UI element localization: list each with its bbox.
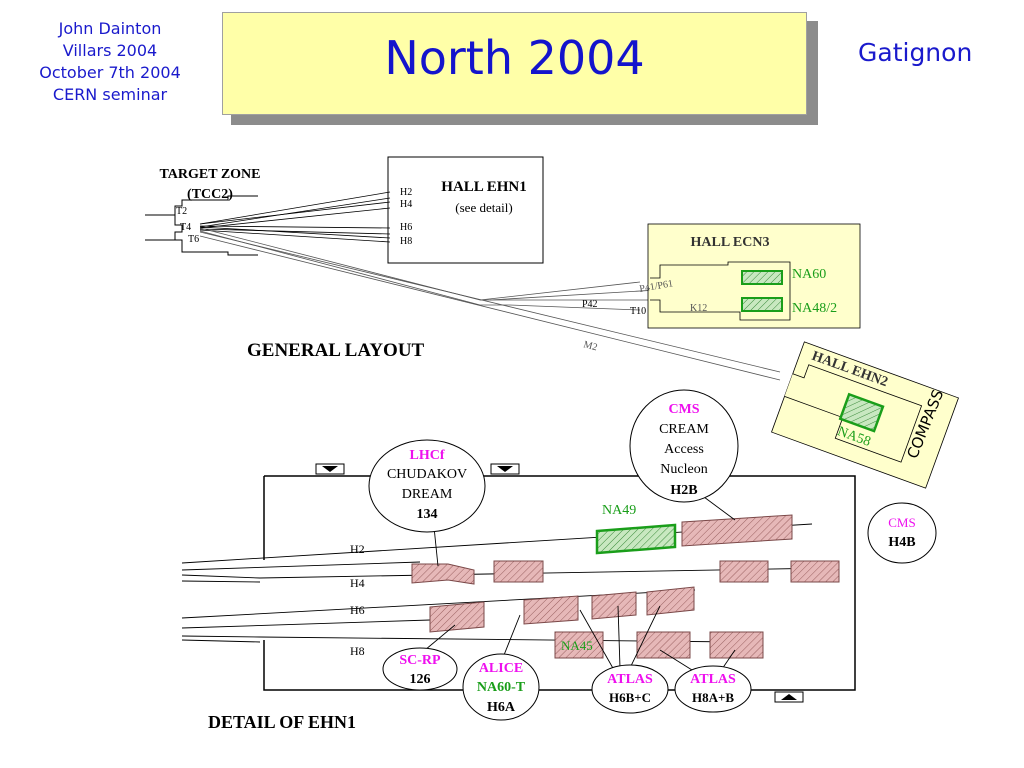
ehn1-line-h8: H8 [400, 236, 412, 247]
atlas-h8-bubble: ATLAS H8A+B [674, 665, 752, 713]
target-zone-outline [145, 195, 258, 256]
hall-ehn1-box [387, 156, 544, 264]
block-h4-4 [790, 560, 840, 583]
target-t4: T4 [180, 222, 191, 233]
detail-line-h8: H8 [350, 644, 365, 658]
h6bc-label: H6B+C [609, 690, 651, 705]
marker-arrow-left [322, 466, 338, 472]
marker-arrow-right [781, 694, 797, 700]
hall-ehn1-sub: (see detail) [455, 200, 512, 215]
lhcf-bubble-shape [368, 439, 486, 533]
marker-arrow-middle [497, 466, 513, 472]
cream-label: CREAM [659, 422, 709, 437]
h4b-label: H4B [888, 535, 915, 550]
author-name: John Dainton [58, 19, 162, 38]
presenter-name: Gatignon [858, 38, 973, 67]
scrp-bubble-shape [382, 647, 458, 691]
target-t2: T2 [176, 206, 187, 217]
block-h6-1 [429, 601, 485, 633]
na49-label: NA49 [602, 503, 636, 518]
na48-label: NA48/2 [792, 301, 837, 316]
long-beamlines [199, 227, 781, 381]
lhcf-bubble: LHCf CHUDAKOV DREAM 134 [368, 439, 486, 533]
block-h6-2 [523, 595, 579, 625]
beam-k12: K12 [690, 303, 707, 314]
target-zone-label: TARGET ZONE [159, 167, 260, 182]
cms-bubble-shape [629, 389, 739, 503]
author-info: John Dainton Villars 2004 October 7th 20… [10, 18, 210, 106]
cms-h4b-shape [867, 502, 937, 564]
beam-m2: M2 [582, 339, 598, 353]
detail-line-h4: H4 [350, 576, 365, 590]
atlas-h6-bubble: ATLAS H6B+C [591, 664, 669, 714]
ehn1-line-h6: H6 [400, 222, 412, 233]
bubble-connectors [424, 496, 736, 676]
na48-block [741, 297, 783, 312]
cms-h4b-label: CMS [888, 515, 915, 530]
author-date: October 7th 2004 [39, 63, 181, 82]
building-134: 134 [417, 507, 438, 522]
hall-ehn2: HALL EHN2 NA58 [771, 341, 959, 489]
detail-line-h6: H6 [350, 603, 365, 617]
block-h4-2 [493, 560, 544, 583]
ehn1-line-h2: H2 [400, 187, 412, 198]
ehn1-detail: H2 H4 H6 H8 NA49 NA45 [181, 389, 937, 732]
h6a-label: H6A [487, 700, 516, 715]
alice-bubble: ALICE NA60-T H6A [462, 653, 540, 721]
scrp-bubble: SC-RP 126 [382, 647, 458, 691]
block-h2-cms [681, 514, 793, 547]
block-h4-3 [719, 560, 769, 583]
hall-ecn3-label: HALL ECN3 [691, 235, 770, 250]
author-venue: Villars 2004 [62, 41, 158, 60]
atlas-h8-label: ATLAS [690, 672, 736, 687]
general-layout: TARGET ZONE (TCC2) T2 T4 T6 HALL EHN1 (s… [145, 156, 959, 489]
block-h4-1 [411, 563, 475, 585]
chudakov-label: CHUDAKOV [387, 467, 467, 482]
block-h6-3 [591, 591, 637, 620]
nucleon-label: Nucleon [660, 462, 707, 477]
na60-label: NA60 [792, 267, 826, 282]
na58-block [838, 392, 885, 433]
block-h8-3 [709, 631, 764, 659]
ehn1-beamlines [199, 191, 391, 243]
block-h8-2 [636, 631, 691, 659]
na60-block [741, 270, 783, 285]
ehn1-line-h4: H4 [400, 199, 412, 210]
na60t-label: NA60-T [477, 680, 526, 695]
na49-block [595, 523, 677, 555]
block-h8-na45 [554, 631, 604, 659]
atlas-h8-shape [674, 665, 752, 713]
cms-h4b-bubble: CMS H4B [867, 502, 937, 564]
cms-bubble: CMS CREAM Access Nucleon H2B [629, 389, 739, 503]
detail-line-h2: H2 [350, 542, 365, 556]
alice-bubble-shape [462, 653, 540, 721]
alice-label: ALICE [479, 661, 523, 676]
cms-label: CMS [668, 402, 699, 417]
h8ab-label: H8A+B [692, 690, 734, 705]
lhcf-label: LHCf [410, 448, 445, 463]
slide-title: North 2004 [384, 31, 645, 85]
block-h6-4 [646, 586, 695, 616]
detail-heading: DETAIL OF EHN1 [208, 712, 356, 732]
scrp-label: SC-RP [399, 653, 441, 668]
building-126: 126 [410, 672, 431, 687]
target-t6: T6 [188, 234, 199, 245]
beam-t10: T10 [630, 306, 646, 317]
title-box: North 2004 [222, 12, 807, 115]
beam-p42: P42 [582, 299, 598, 310]
target-zone-sub: (TCC2) [187, 187, 233, 202]
experiment-blocks [411, 514, 840, 659]
h2b-label: H2B [670, 483, 697, 498]
atlas-h6-label: ATLAS [607, 672, 653, 687]
access-label: Access [664, 442, 704, 457]
dream-label: DREAM [402, 487, 453, 502]
na45-label: NA45 [561, 638, 593, 653]
atlas-h6-shape [591, 664, 669, 714]
general-layout-heading: GENERAL LAYOUT [247, 340, 425, 361]
author-event: CERN seminar [52, 85, 168, 104]
hall-ehn1-label: HALL EHN1 [441, 179, 526, 195]
